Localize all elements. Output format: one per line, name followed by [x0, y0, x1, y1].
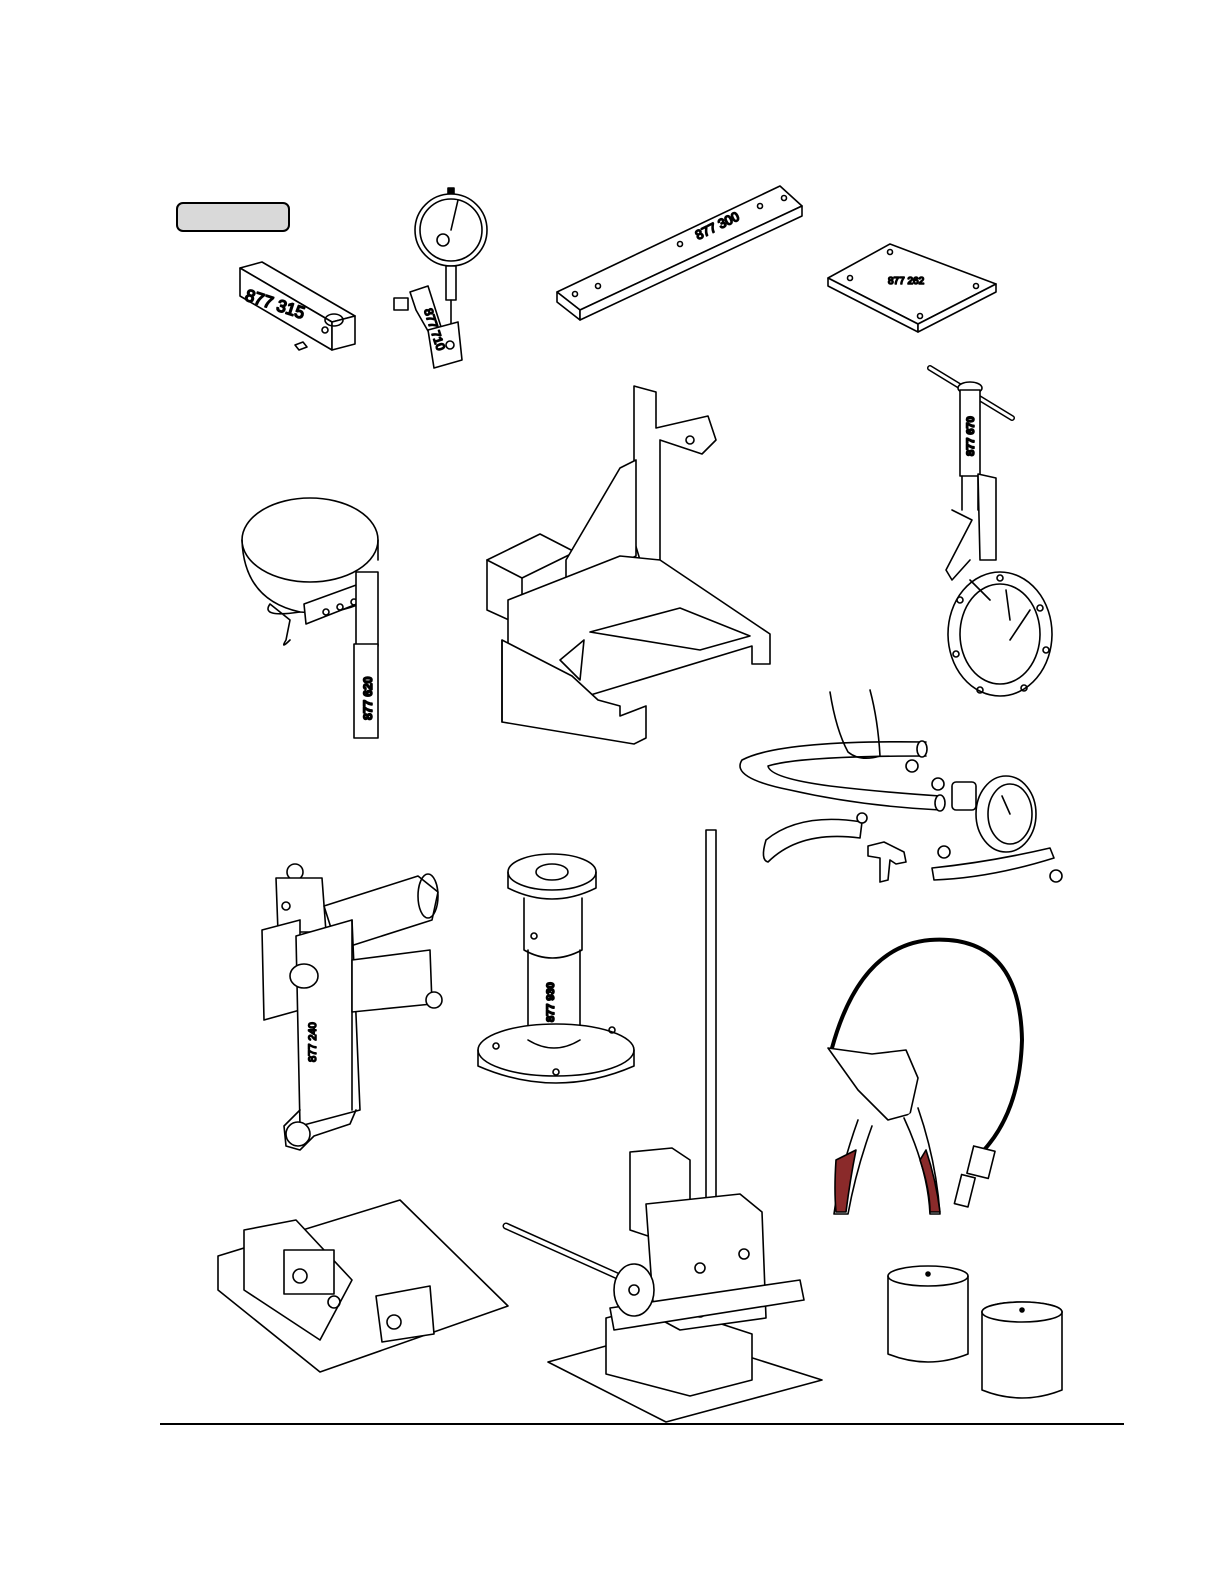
- footer-rule: [160, 1423, 1124, 1425]
- tool-877-710-dial-indicator: 877 710: [394, 188, 487, 368]
- part-number-877-620: 877 620: [361, 676, 375, 720]
- tool-877-240-compressor: 877 240: [262, 864, 442, 1150]
- part-number-877-670: 877 670: [965, 416, 977, 456]
- tool-877-620-strap-wrench: 877 620: [242, 498, 378, 738]
- cutter-holder-fixture: [218, 1200, 508, 1372]
- part-number-877-240: 877 240: [307, 1022, 319, 1062]
- hose-clamp-pliers: [828, 940, 1022, 1214]
- part-number-877-930: 877 930: [545, 982, 557, 1022]
- tool-877-670-chain-wrench: 877 670: [930, 368, 1052, 696]
- tool-877-300-bar: 877 300: [557, 186, 802, 320]
- engine-support-bracket: [487, 386, 770, 744]
- drill-guide-stand: [506, 830, 822, 1422]
- tool-877-315-gauge-bar: 877 315: [240, 262, 355, 350]
- pressure-tester-hoses: [740, 690, 1062, 882]
- tool-877-930-support: 877 930: [478, 854, 634, 1083]
- part-number-877-262: 877 262: [888, 276, 925, 287]
- gauge-cylinders: [888, 1266, 1062, 1398]
- tool-877-262-plate: 877 262: [828, 244, 996, 332]
